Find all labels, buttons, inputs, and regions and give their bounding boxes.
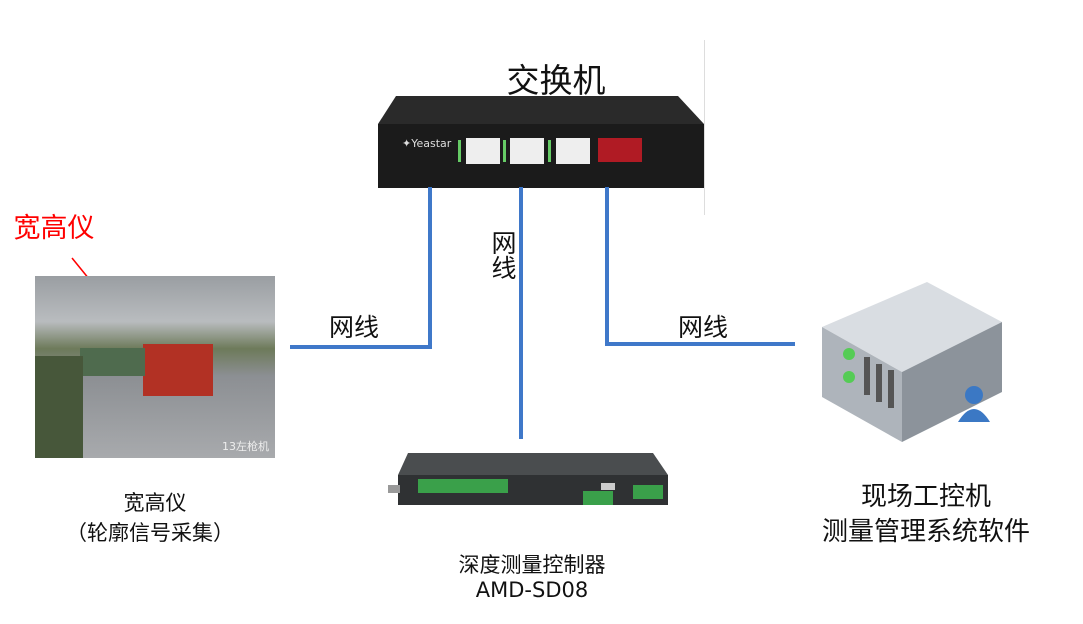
switch-title: 交换机 <box>506 61 606 100</box>
callout-arrow <box>71 257 106 300</box>
brand-logo: ✦Yeastar <box>402 137 452 150</box>
cable-to-ipc <box>605 187 609 346</box>
depth-controller-device <box>388 453 668 505</box>
cable-label: 网线 <box>677 313 729 342</box>
ipc-label: 现场工控机 <box>860 482 992 512</box>
meter-site-photo: 13左枪机 <box>35 276 275 458</box>
meter-sublabel: （轮廓信号采集） <box>66 521 234 545</box>
cable-to-ipc-h <box>605 342 795 346</box>
ipc-software-label: 测量管理系统软件 <box>821 517 1031 547</box>
cable-to-meter-h <box>290 345 432 349</box>
meter-callout: 宽高仪 <box>13 213 95 244</box>
photo-caption: 13左枪机 <box>222 440 269 453</box>
controller-model: AMD-SD08 <box>475 578 589 602</box>
cable-to-meter <box>428 187 432 349</box>
meter-label: 宽高仪 <box>123 491 187 515</box>
cable-label: 网线 <box>328 313 380 342</box>
divider <box>704 40 705 215</box>
cable-to-controller <box>519 187 523 439</box>
controller-label: 深度测量控制器 <box>458 553 606 577</box>
industrial-pc-server-icon <box>822 282 1002 442</box>
cable-label: 网线 <box>488 230 517 280</box>
network-switch: ✦Yeastar <box>378 96 704 188</box>
